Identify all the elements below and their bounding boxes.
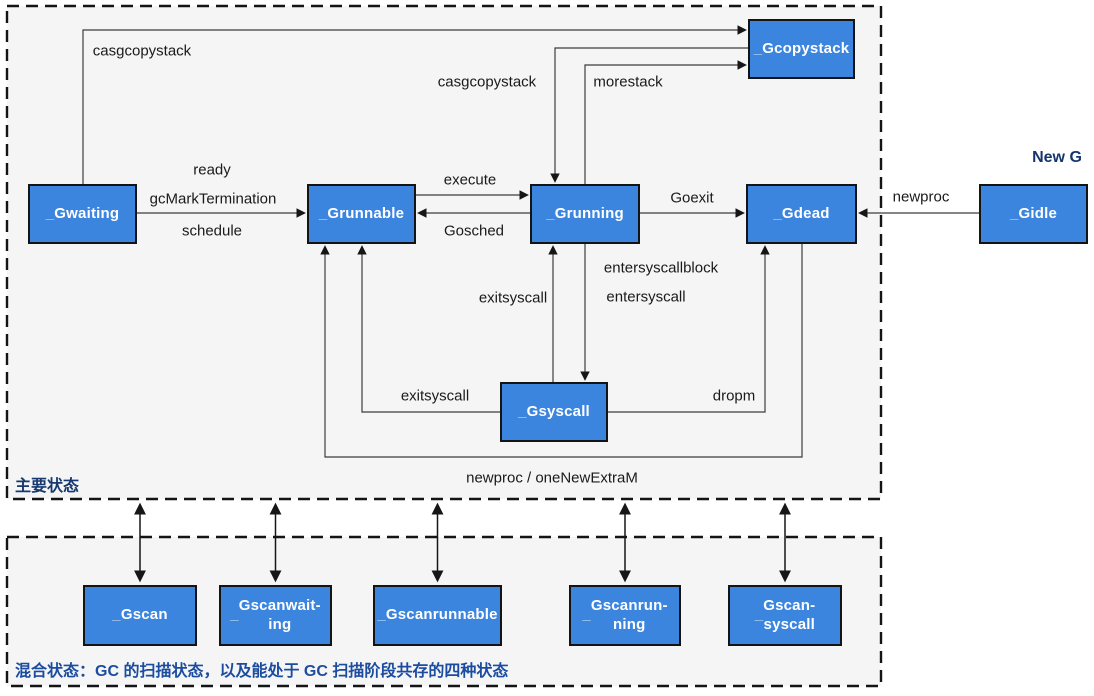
edge-label-exitsyscall-runnable: exitsyscall [400, 387, 470, 405]
edge-label-exitsyscall-running: exitsyscall [478, 289, 548, 307]
edge-label-goexit: Goexit [670, 189, 714, 207]
state-box-gsyscall: _Gsyscall [500, 382, 608, 442]
state-box-gidle: _Gidle [979, 184, 1088, 244]
edge-label-casgcopystack-waiting: casgcopystack [92, 42, 192, 60]
state-box-gcopystack: _Gcopystack [748, 19, 855, 79]
state-box-gscansyscall: _Gscan- syscall [728, 585, 842, 646]
edge-label-newproc-onenewextram: newproc / oneNewExtraM [466, 469, 638, 487]
state-box-gdead: _Gdead [746, 184, 857, 244]
new-g-label: New G [1032, 149, 1082, 166]
edge-label-newproc: newproc [892, 188, 950, 206]
state-box-gwaiting: _Gwaiting [28, 184, 137, 244]
edge-label-entersyscallblock: entersyscallblock [603, 259, 719, 277]
arrow-exitsyscall-to-grunnable [357, 245, 500, 413]
main-states-panel [5, 4, 883, 501]
edge-label-execute: execute [443, 171, 497, 189]
arrow-dropm [608, 245, 770, 413]
state-box-grunning: _Grunning [530, 184, 640, 244]
state-box-grunnable: _Grunnable [307, 184, 416, 244]
edge-label-schedule: schedule [181, 222, 243, 240]
edge-label-gosched: Gosched [443, 222, 505, 240]
arrow-casgcopystack-from-gwaiting [82, 25, 747, 184]
edge-label-dropm: dropm [712, 387, 756, 405]
main-states-section-label: 主要状态 [15, 478, 80, 495]
state-box-gscanrunning: _Gscanrun- ning [569, 585, 681, 646]
edge-label-ready: ready [193, 161, 231, 179]
state-box-gscanrunnable: _Gscanrunnable [373, 585, 502, 646]
edge-label-casgcopystack-running: casgcopystack [437, 73, 537, 91]
state-box-gscan: _Gscan [83, 585, 197, 646]
edge-label-morestack: morestack [593, 73, 663, 91]
mixed-states-caption: 混合状态：GC 的扫描状态，以及能处于 GC 扫描阶段共存的四种状态 [15, 663, 509, 680]
arrow-morestack [584, 60, 747, 184]
edge-label-gcmarktermination: gcMarkTermination [149, 190, 277, 208]
edge-label-entersyscall: entersyscall [606, 288, 686, 306]
arrow-casgcopystack-to-grunning [550, 47, 748, 183]
arrow-newproc-onenewextram [320, 244, 803, 458]
state-box-gscanwaiting: _Gscanwait- ing [219, 585, 332, 646]
